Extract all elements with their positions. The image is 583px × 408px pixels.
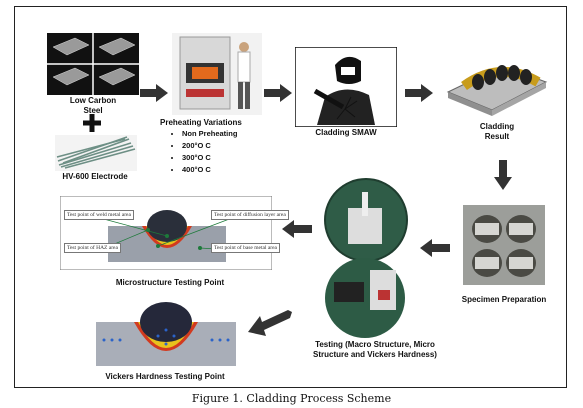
callout-diffusion: Test point of diffusion layer area <box>211 210 289 220</box>
arrow-right-icon <box>264 84 292 102</box>
steel-plates-image <box>47 33 139 95</box>
figure-frame <box>14 6 567 388</box>
preheat-item: 200°O C <box>182 140 237 152</box>
cladding-result-image <box>446 65 548 116</box>
microstructure-diagram <box>60 196 272 270</box>
steel-label-line1: Low Carbon <box>69 96 117 105</box>
arrow-right-icon <box>405 84 433 102</box>
specimen-label: Specimen Preparation <box>461 295 547 304</box>
arrow-down-left-icon <box>248 310 292 336</box>
callout-haz: Test point of HAZ area <box>64 243 121 253</box>
vickers-label: Vickers Hardness Testing Point <box>105 372 225 381</box>
electrode-label: HV-600 Electrode <box>62 172 128 181</box>
figure-caption: Figure 1. Cladding Process Scheme <box>191 392 392 405</box>
cladding-result-line1: Cladding <box>479 122 515 131</box>
arrow-left-icon <box>282 220 312 238</box>
micro-label: Microstructure Testing Point <box>115 278 225 287</box>
cladding-result-line2: Result <box>484 132 510 141</box>
specimen-image <box>463 205 545 285</box>
preheat-item: 300°O C <box>182 152 237 164</box>
arrow-down-icon <box>494 160 512 190</box>
vickers-diagram <box>96 302 236 366</box>
arrow-right-icon <box>140 84 168 102</box>
preheat-title: Preheating Variations <box>160 118 242 127</box>
testing-label-line1: Testing (Macro Structure, Micro <box>315 340 435 349</box>
plus-icon <box>83 114 101 132</box>
steel-label-line2: Steel <box>83 106 103 115</box>
cladding-smaw-label: Cladding SMAW <box>315 128 377 137</box>
arrow-left-icon <box>420 239 450 257</box>
microscope-image <box>324 178 408 338</box>
preheat-item: Non Preheating <box>182 128 237 140</box>
callout-weld: Test point of weld metal area <box>64 210 134 220</box>
testing-label-line2: Structure and Vickers Hardness) <box>313 350 437 359</box>
electrode-image <box>55 135 137 171</box>
furnace-image <box>172 33 262 115</box>
callout-base: Test point of base metal area <box>211 243 280 253</box>
welder-image <box>295 47 397 127</box>
preheat-item: 400°O C <box>182 164 237 176</box>
